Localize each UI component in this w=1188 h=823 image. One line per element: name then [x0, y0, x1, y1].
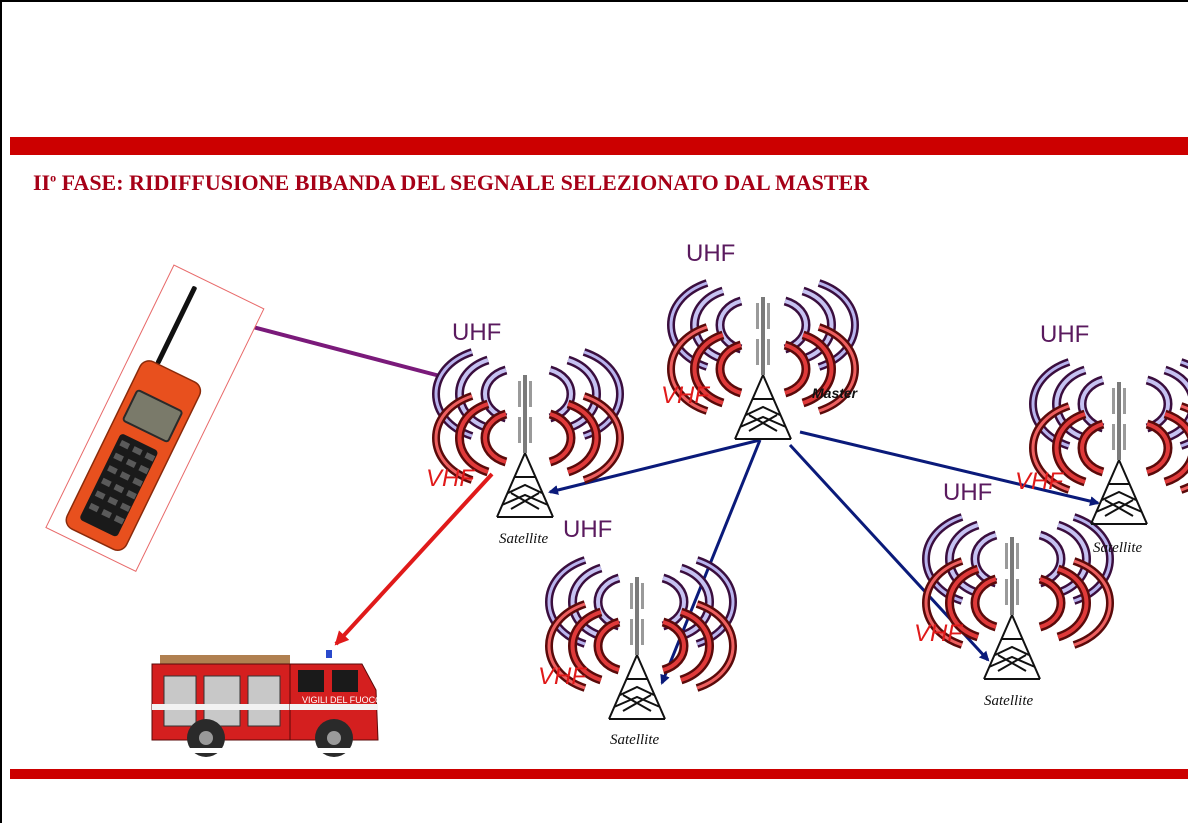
slide-title: IIo FASE: RIDIFFUSIONE BIBANDA DEL SEGNA…	[33, 170, 870, 195]
tower-label: Master	[812, 385, 859, 401]
tower-master: UHF VHF Master	[661, 240, 859, 440]
tower-label: Satellite	[984, 693, 1033, 709]
link-to-radio	[224, 316, 441, 378]
tower-satellite-far-right: UHF VHF Satellite	[1015, 321, 1188, 556]
uhf-label: UHF	[943, 479, 992, 506]
handheld-radio-icon	[45, 264, 265, 573]
link-master-to-left	[548, 438, 761, 495]
uhf-label: UHF	[452, 319, 501, 346]
tower-satellite-bottom: UHF VHF Satellite	[538, 516, 733, 748]
vhf-label: VHF	[538, 663, 587, 690]
tower-satellite-left: UHF VHF Satellite	[426, 319, 620, 547]
tower-satellite-right-bottom: UHF VHF Satellite	[914, 479, 1110, 709]
antenna-tower-icon	[1090, 381, 1148, 525]
tower-label: Satellite	[1093, 540, 1142, 556]
antenna-tower-icon	[983, 536, 1041, 680]
uhf-label: UHF	[1040, 321, 1089, 348]
uhf-label: UHF	[686, 240, 735, 267]
vhf-label: VHF	[1015, 468, 1064, 495]
tower-label: Satellite	[610, 732, 659, 748]
uhf-label: UHF	[563, 516, 612, 543]
link-master-to-far-right	[799, 430, 1100, 507]
link-master-to-bottom	[660, 439, 762, 685]
vhf-label: VHF	[426, 465, 475, 492]
antenna-tower-icon	[734, 296, 792, 440]
antenna-tower-icon	[608, 576, 666, 720]
link-to-truck	[334, 472, 494, 646]
tower-label: Satellite	[499, 531, 548, 547]
bottom-accent-bar	[10, 769, 1188, 779]
vhf-label: VHF	[914, 620, 963, 647]
fire-truck-icon: VIGILI DEL FUOCO	[150, 650, 382, 757]
antenna-tower-icon	[496, 374, 554, 518]
top-accent-bar	[10, 137, 1188, 155]
truck-door-text: VIGILI DEL FUOCO	[302, 695, 382, 705]
vhf-label: VHF	[661, 382, 710, 409]
